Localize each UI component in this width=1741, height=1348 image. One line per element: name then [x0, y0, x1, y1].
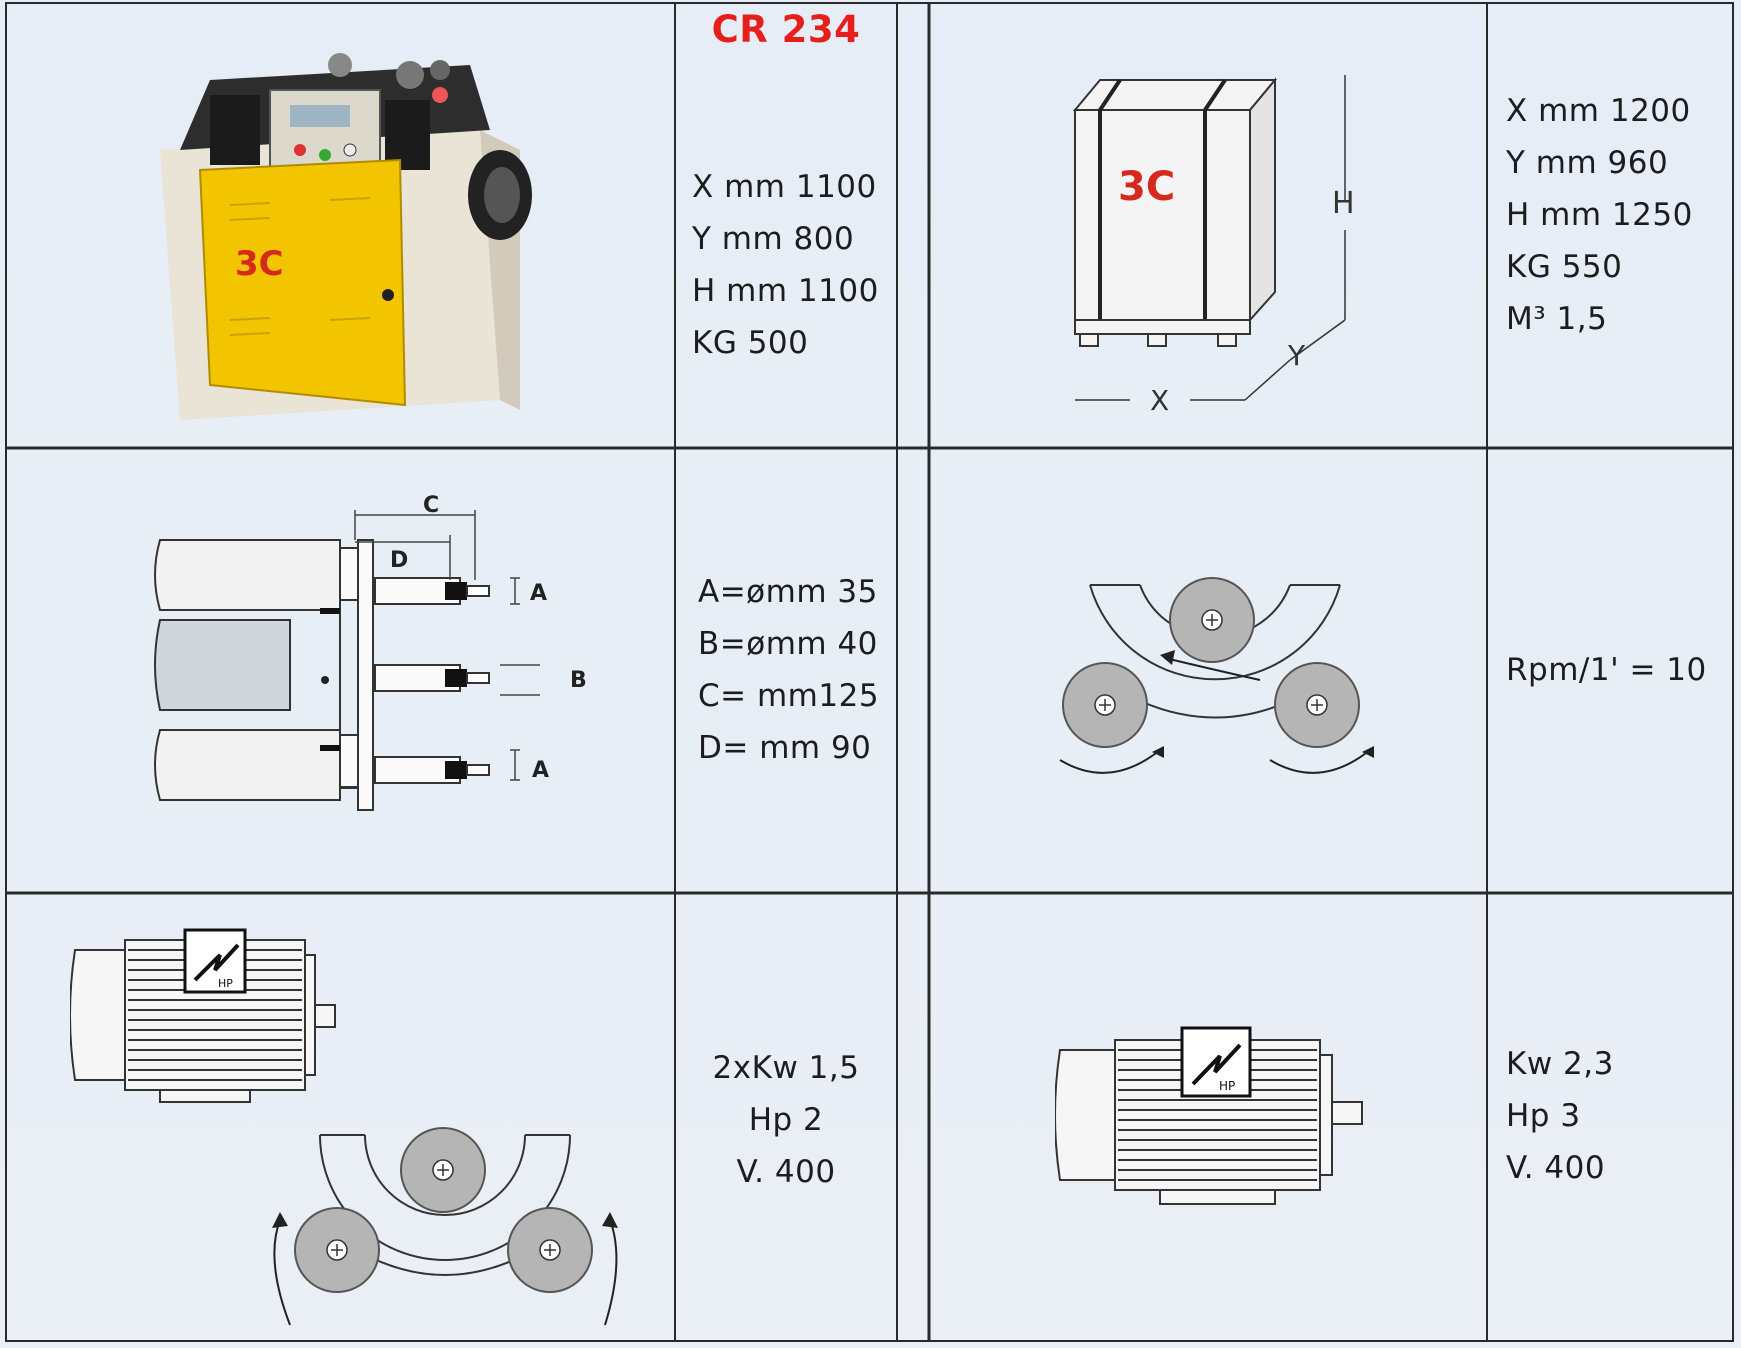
packing-dim-y: Y mm 960 [1506, 145, 1669, 181]
shaft-diagram: C D A B A [154, 493, 587, 811]
crate-logo: 3C [1118, 164, 1175, 210]
machine-dim-h: H mm 1100 [692, 273, 879, 309]
motor-large-hp: Hp 3 [1506, 1098, 1581, 1134]
motor-small-specs: 2xKw 1,5 Hp 2 V. 400 [676, 1040, 896, 1200]
model-title: CR 234 [711, 8, 861, 51]
motor-large-voltage: V. 400 [1506, 1150, 1606, 1186]
roll-dim-a: A=ømm 35 [698, 574, 878, 610]
packing-dim-x: X mm 1200 [1506, 93, 1691, 129]
roll-dimensions: A=ømm 35 B=ømm 40 C= mm125 D= mm 90 [698, 565, 898, 775]
crate-label-x: X [1150, 384, 1169, 417]
roll-dim-b: B=ømm 40 [698, 626, 878, 662]
motor-small-voltage: V. 400 [736, 1154, 836, 1190]
machine-dim-x: X mm 1100 [692, 169, 877, 205]
motor-small-kw: 2xKw 1,5 [712, 1050, 860, 1086]
shaft-label-a-bottom: A [532, 758, 549, 783]
motor-large-illustration: HP [1055, 1026, 1363, 1205]
shaft-label-c: C [423, 493, 439, 518]
shaft-label-d: D [390, 548, 408, 573]
roll-dim-d: D= mm 90 [698, 730, 872, 766]
motor-small-hp: Hp 2 [748, 1102, 824, 1138]
packing-weight: KG 550 [1506, 249, 1623, 285]
machine-dim-y: Y mm 800 [692, 221, 855, 257]
motor-small-illustration: HP [70, 928, 336, 1103]
packing-volume: M³ 1,5 [1506, 301, 1608, 337]
machine-weight: KG 500 [692, 325, 809, 361]
shaft-label-a-top: A [530, 581, 547, 606]
motor-large-kw: Kw 2,3 [1506, 1046, 1614, 1082]
rotation-speed-cell: Rpm/1' = 10 [1506, 640, 1726, 700]
machine-dimensions: X mm 1100 Y mm 800 H mm 1100 KG 500 [692, 160, 892, 370]
packing-dimensions: X mm 1200 Y mm 960 H mm 1250 KG 550 M³ 1… [1506, 85, 1726, 345]
shaft-label-b: B [570, 668, 587, 693]
machine-logo: 3C [235, 244, 284, 284]
crate-label-h: H [1332, 186, 1355, 221]
machine-illustration: 3C [160, 53, 532, 420]
motor-small-badge: HP [218, 977, 233, 990]
motor-large-specs: Kw 2,3 Hp 3 V. 400 [1506, 1036, 1726, 1196]
roller-rotation-diagram [1059, 577, 1374, 774]
roller-rotation-diagram-small [272, 1127, 618, 1326]
packing-crate-diagram: 3C H X Y [1072, 75, 1355, 417]
roll-dim-c: C= mm125 [698, 678, 880, 714]
motor-large-badge: HP [1219, 1079, 1235, 1093]
packing-dim-h: H mm 1250 [1506, 197, 1693, 233]
crate-label-y: Y [1287, 339, 1306, 372]
rotation-speed: Rpm/1' = 10 [1506, 652, 1707, 688]
